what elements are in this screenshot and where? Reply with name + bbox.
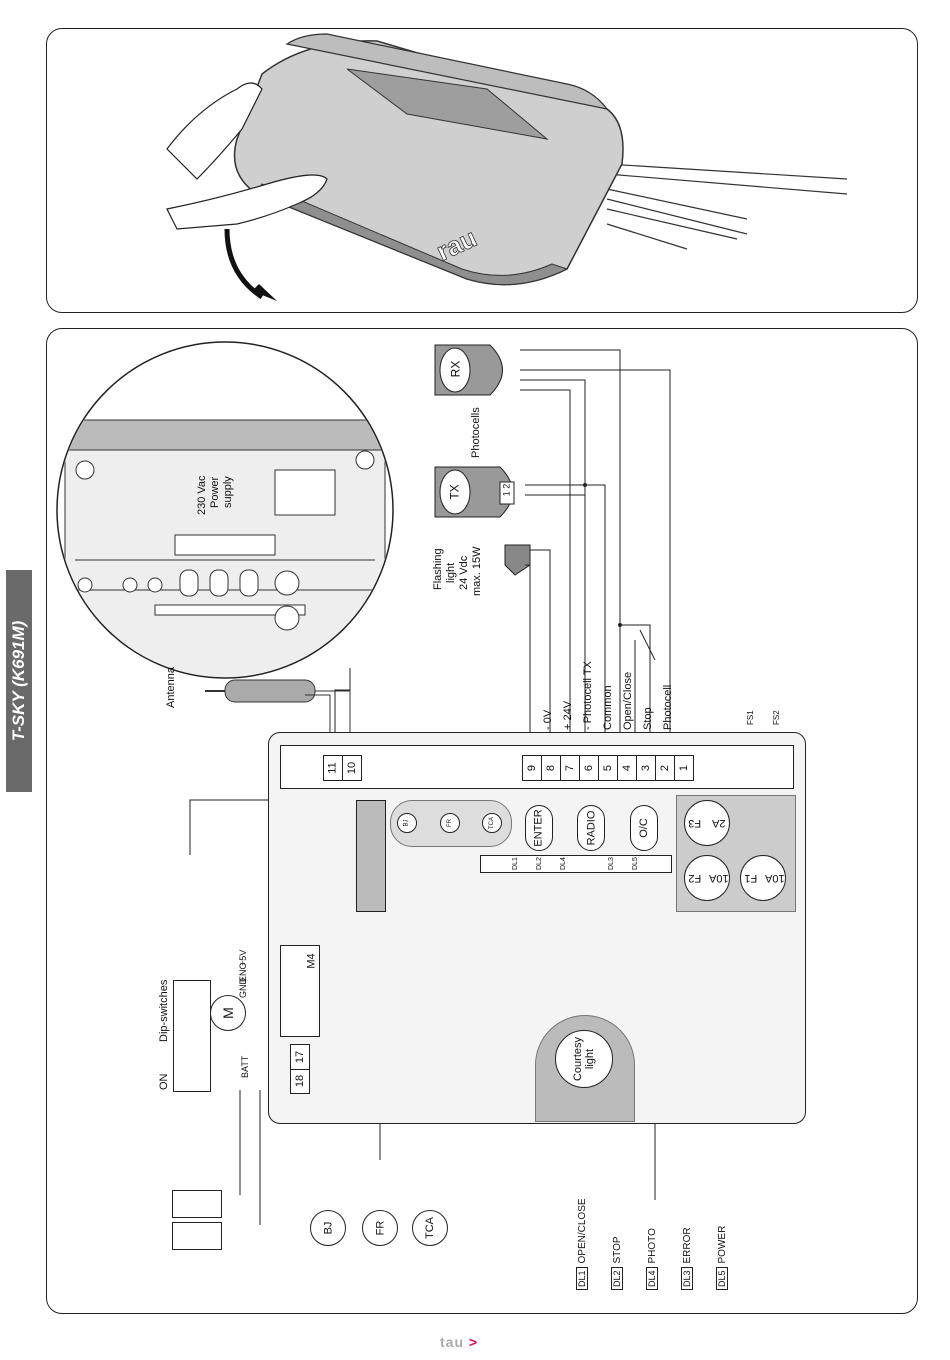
terminal-9[interactable]: 9 — [522, 755, 542, 781]
battery-2 — [172, 1222, 222, 1250]
terminal-7[interactable]: 7 — [560, 755, 580, 781]
terminal-3[interactable]: 3 — [636, 755, 656, 781]
sidebar-title-tab: T-SKY (K691M) — [6, 570, 32, 792]
terminal-4[interactable]: 4 — [617, 755, 637, 781]
legend-dl4: DL4PHOTO — [646, 1228, 658, 1290]
dip-switch-connector — [356, 800, 386, 912]
oc-button[interactable]: O/C — [630, 805, 658, 851]
enter-button[interactable]: ENTER — [525, 805, 553, 851]
led-dl1: DL1 — [512, 857, 519, 870]
led-dl2: DL2 — [536, 857, 543, 870]
antenna-drawing — [205, 679, 351, 735]
trimmer-tca[interactable]: TCA — [412, 1210, 448, 1246]
top-illustration-panel: rau — [46, 28, 918, 313]
terminal-18[interactable]: 18 — [290, 1068, 310, 1094]
terminal-17[interactable]: 17 — [290, 1044, 310, 1070]
terminal-1[interactable]: 1 — [674, 755, 694, 781]
trimmer-tca-small[interactable]: TCA — [482, 813, 502, 833]
wire-label-stop: Stop — [642, 707, 654, 730]
dip-switches[interactable] — [173, 980, 211, 1092]
dip-switches-label: Dip-switches — [158, 979, 170, 1042]
fs2-label: FS2 — [772, 710, 781, 725]
trimmer-bj[interactable]: BJ — [310, 1210, 346, 1246]
wire-label-24v: + 24V — [562, 700, 574, 730]
terminal-8[interactable]: 8 — [541, 755, 561, 781]
power-supply-label-line2: Power — [209, 476, 221, 508]
terminal-6[interactable]: 6 — [579, 755, 599, 781]
led-dl3: DL3 — [608, 857, 615, 870]
radio-button[interactable]: RADIO — [577, 805, 605, 851]
trimmer-fr[interactable]: FR — [362, 1210, 398, 1246]
trimmer-fr-small[interactable]: FR — [440, 813, 460, 833]
led-dl5: DL5 — [632, 857, 639, 870]
battery-1 — [172, 1190, 222, 1218]
motor-housing-illustration: rau — [166, 33, 848, 301]
wire-label-photocell: Photocell — [662, 684, 674, 730]
trimmer-bj-small[interactable]: BJ — [397, 813, 417, 833]
terminal-10[interactable]: 10 — [342, 755, 362, 781]
wire-label-common: Common — [602, 685, 614, 730]
batt-label: BATT — [240, 1055, 250, 1078]
motor-symbol: M — [210, 995, 246, 1031]
fs1-label: FS1 — [746, 710, 755, 725]
legend-dl5: DL5POWER — [716, 1226, 728, 1290]
courtesy-light: Courtesy light — [555, 1030, 613, 1088]
legend-dl2: DL2STOP — [611, 1236, 623, 1290]
wire-label-open-close: Open/Close — [622, 671, 634, 730]
tau-logo: tau > — [440, 1334, 479, 1350]
m4-connector — [280, 945, 320, 1037]
legend-dl1: DL1OPEN/CLOSE — [576, 1198, 588, 1290]
led-dl4: DL4 — [560, 857, 567, 870]
enc-label-gnd: GND — [238, 978, 248, 998]
photocell-rx-drawing — [434, 344, 503, 396]
m4-label: M4 — [305, 953, 318, 969]
power-supply-label-line1: 230 Vac — [196, 475, 208, 515]
legend-dl3: DL3ERROR — [681, 1227, 693, 1290]
power-supply-label-line3: supply — [222, 476, 234, 508]
flashing-light-drawing — [504, 544, 531, 576]
terminal-11[interactable]: 11 — [323, 755, 343, 781]
wire-label-photocell-tx: - Photocell TX — [582, 661, 594, 730]
zoom-circle-detail: 230 Vac Power supply — [56, 341, 394, 679]
terminal-5[interactable]: 5 — [598, 755, 618, 781]
led-strip — [480, 855, 672, 873]
terminal-2[interactable]: 2 — [655, 755, 675, 781]
dip-on-label: ON — [158, 1073, 170, 1091]
wire-label-0v: - 0V — [542, 709, 554, 730]
photocell-tx-drawing — [434, 466, 515, 518]
